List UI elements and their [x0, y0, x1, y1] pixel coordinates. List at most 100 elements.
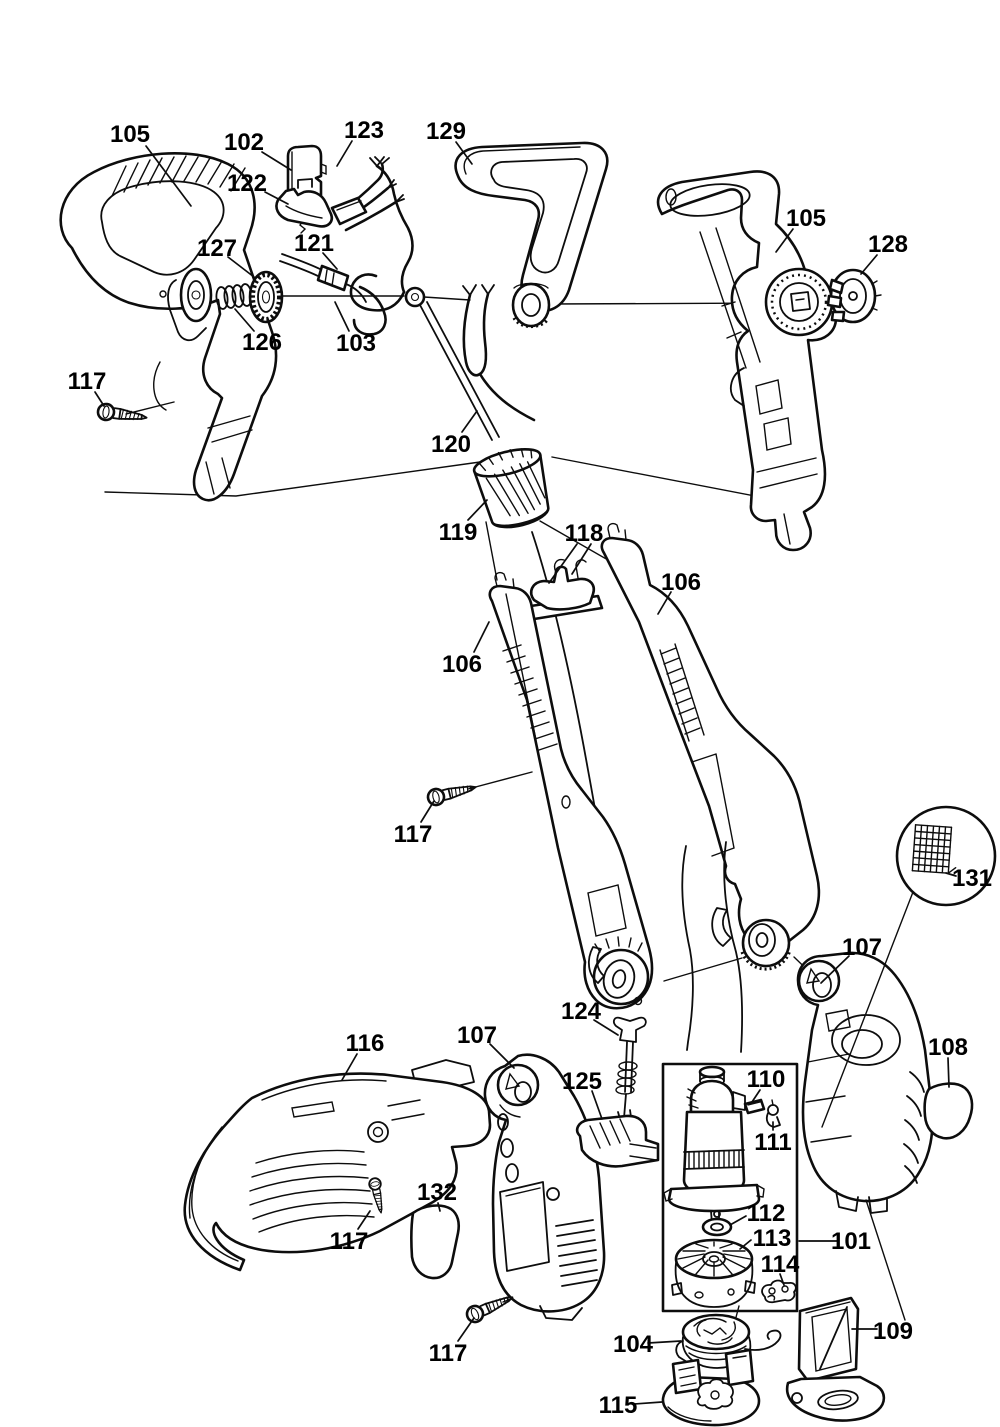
part-number-label: 101 [831, 1228, 871, 1255]
motor-wires-drawing [681, 841, 744, 1053]
leader-line [489, 1043, 515, 1069]
leader-line [461, 410, 478, 433]
leader-line [94, 391, 105, 407]
callout-109-hanger-bracket: 109 [851, 1318, 913, 1345]
callout-117-screw-1: 117 [68, 368, 107, 407]
callout-120-link-rod: 120 [431, 410, 478, 458]
hanger-bracket-drawing [785, 1296, 886, 1422]
part-number-label: 113 [753, 1225, 792, 1252]
callout-118-cable-clamp: 118 [548, 520, 603, 584]
part-number-label: 107 [842, 934, 882, 961]
part-number-label: 119 [439, 519, 478, 546]
leader-line [234, 308, 255, 332]
callout-106-tube-half-left: 106 [442, 621, 490, 678]
part-number-label: 121 [294, 230, 334, 257]
callout-123-lead-wires: 123 [336, 117, 384, 167]
part-number-label: 117 [330, 1228, 369, 1255]
guard-drawing [183, 1059, 492, 1272]
plunger-shaft-drawing [613, 1016, 647, 1127]
label-curved-drawing [410, 1204, 461, 1280]
tube-half-right-drawing [600, 522, 821, 971]
callout-128-clamp-knob: 128 [860, 231, 908, 275]
part-number-label: 129 [426, 118, 466, 145]
part-number-label: 116 [346, 1030, 385, 1057]
part-number-label: 112 [747, 1200, 786, 1227]
callout-126-spring: 126 [234, 308, 282, 356]
cord-loop-drawing [349, 156, 536, 422]
callout-101-motor-assembly-box: 101 [798, 1228, 871, 1255]
part-number-label: 107 [457, 1022, 497, 1049]
callout-108-label-pad: 108 [928, 1034, 968, 1088]
left-handle-half-drawing [59, 151, 278, 502]
part-number-label: 108 [928, 1034, 968, 1061]
callout-119-collar: 119 [439, 499, 488, 546]
callout-117-screw-3: 117 [330, 1210, 371, 1255]
fan-drawing [671, 1238, 756, 1308]
part-number-label: 105 [110, 121, 150, 148]
callout-105-handle-half-right: 105 [775, 205, 826, 253]
leader-line [820, 955, 850, 984]
callout-105-handle-half-left: 105 [110, 121, 192, 207]
leader-line [775, 228, 794, 253]
callout-122-switch-lever: 122 [227, 170, 289, 205]
part-number-label: 106 [661, 569, 701, 596]
callout-106-tube-half-right: 106 [657, 569, 701, 615]
part-number-label: 111 [754, 1129, 791, 1156]
part-number-label: 110 [747, 1066, 786, 1093]
motor-assembly-drawing [661, 1062, 799, 1313]
callout-115-spool-cover: 115 [599, 1392, 663, 1419]
detent-disc-drawing [248, 270, 284, 324]
leader-line [334, 301, 350, 332]
leader-line [336, 140, 353, 167]
tube-half-left-drawing [488, 571, 654, 1010]
callout-131-screen-detail: 131 [945, 865, 992, 892]
aux-handle-drawing [454, 141, 609, 329]
part-number-label: 117 [429, 1340, 468, 1367]
washer-drawing [701, 1210, 733, 1237]
leader-line [945, 872, 957, 877]
callout-125-bump-lever: 125 [562, 1068, 603, 1120]
callout-107-housing-half-left: 107 [457, 1022, 515, 1069]
switch-lever-drawing [275, 178, 334, 228]
leader-line [264, 191, 289, 205]
callout-129-aux-handle: 129 [426, 118, 473, 165]
power-cord-drawing [279, 253, 367, 303]
leader-line [647, 1340, 682, 1344]
right-handle-half-drawing [656, 170, 838, 552]
leader-line [341, 1053, 358, 1081]
label-pad-drawing [923, 1082, 974, 1140]
part-number-label: 114 [761, 1251, 800, 1278]
part-number-label: 122 [227, 170, 267, 197]
leader-line [473, 621, 490, 653]
motor-box-outline [661, 1062, 799, 1313]
part-number-label: 117 [68, 368, 107, 395]
part-number-label: 103 [336, 330, 376, 357]
part-number-label: 128 [868, 231, 908, 258]
leader-line [593, 1019, 619, 1036]
housing-half-right-drawing [796, 951, 934, 1214]
part-number-label: 117 [394, 821, 433, 848]
leader-line [548, 543, 578, 584]
callout-132-label-curved: 132 [417, 1179, 457, 1212]
part-number-label: 106 [442, 651, 482, 678]
leader-line [322, 252, 338, 270]
part-number-label: 123 [344, 117, 384, 144]
callout-117-screw-4: 117 [429, 1317, 475, 1367]
leader-line [739, 1239, 752, 1250]
callout-113-fan: 113 [739, 1225, 792, 1252]
leader-line [779, 1273, 785, 1286]
leader-line [751, 1089, 761, 1103]
leader-line [947, 1057, 950, 1088]
bump-lever-drawing [575, 1114, 660, 1168]
callout-116-guard: 116 [341, 1030, 385, 1081]
cord-clamp-drawing [761, 1279, 797, 1304]
part-number-label: 109 [873, 1318, 913, 1345]
leader-line [467, 499, 488, 521]
callout-117-screw-2: 117 [394, 800, 435, 848]
detail-reference-lines [821, 891, 914, 1321]
callout-112-washer: 112 [729, 1200, 786, 1227]
link-rod-drawing [404, 286, 500, 441]
part-number-label: 115 [599, 1392, 638, 1419]
